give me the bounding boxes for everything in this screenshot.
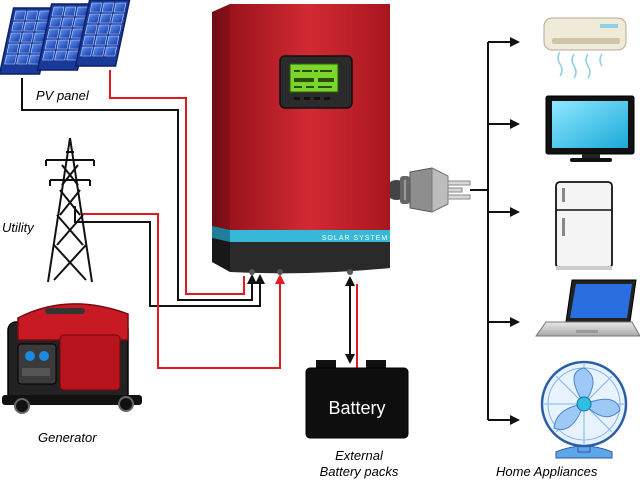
solar-panel-icon [0, 0, 131, 75]
pv-wire-black [21, 78, 257, 301]
television-icon [545, 95, 635, 162]
pv-wire-red [109, 70, 245, 295]
air-conditioner-icon [543, 17, 627, 79]
battery-label: Battery [328, 398, 385, 418]
wires [21, 37, 520, 425]
inverter-icon: SOLAR SYSTEM [212, 4, 390, 275]
utility-label: Utility [2, 220, 34, 235]
battery-icon: Battery [305, 360, 409, 439]
utility-wire-red [82, 213, 285, 369]
refrigerator-icon [555, 181, 613, 270]
laptop-icon [535, 279, 640, 337]
utility-wire-black [74, 206, 265, 307]
power-plug-icon [390, 167, 471, 213]
fan-icon [540, 360, 628, 459]
pv-panel-label: PV panel [36, 88, 89, 103]
inverter-brand-label: SOLAR SYSTEM [322, 235, 388, 242]
generator-label: Generator [38, 430, 97, 445]
home-appliances-label: Home Appliances [496, 464, 598, 479]
power-tower-icon [45, 137, 95, 283]
external-battery-label-line1: External [335, 448, 383, 463]
external-battery-label-line2: Battery packs [319, 464, 399, 479]
generator-icon [2, 303, 142, 414]
